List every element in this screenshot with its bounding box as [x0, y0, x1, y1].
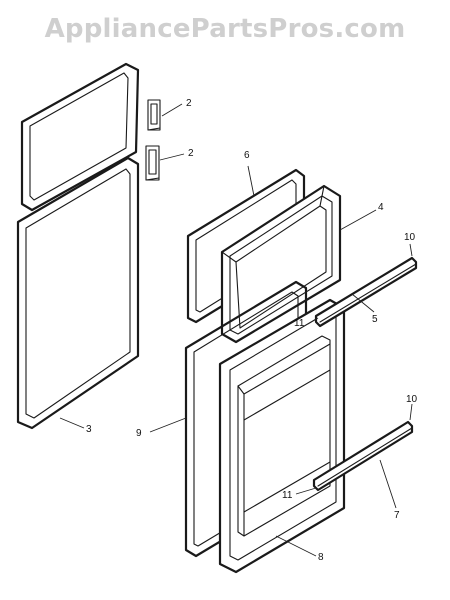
callout-5: 5 [372, 314, 378, 325]
callout-11-bottom: 11 [282, 490, 293, 501]
lower-shelf-bar [312, 420, 414, 492]
fresh-food-door-liner [218, 298, 346, 574]
callout-10-top: 10 [404, 232, 416, 243]
hinge-bottom [145, 145, 160, 181]
upper-door-gasket [20, 62, 140, 212]
lower-door-gasket [16, 156, 140, 430]
callout-9: 9 [136, 428, 142, 439]
callout-labels: 2 2 3 4 5 6 7 8 9 10 10 11 11 [86, 98, 418, 563]
callout-4: 4 [378, 202, 384, 213]
callout-2-top: 2 [186, 98, 192, 109]
callout-8: 8 [318, 552, 324, 563]
upper-shelf-bar [314, 256, 418, 328]
callout-6: 6 [244, 150, 250, 161]
callout-3: 3 [86, 424, 92, 435]
leader-lines [59, 103, 413, 557]
callout-10-bottom: 10 [406, 394, 418, 405]
hinge-top [147, 99, 161, 131]
callout-11-top: 11 [294, 318, 305, 329]
callout-7: 7 [394, 510, 400, 521]
callout-2-bottom: 2 [188, 148, 194, 159]
watermark: AppliancePartsPros.com [44, 14, 406, 44]
